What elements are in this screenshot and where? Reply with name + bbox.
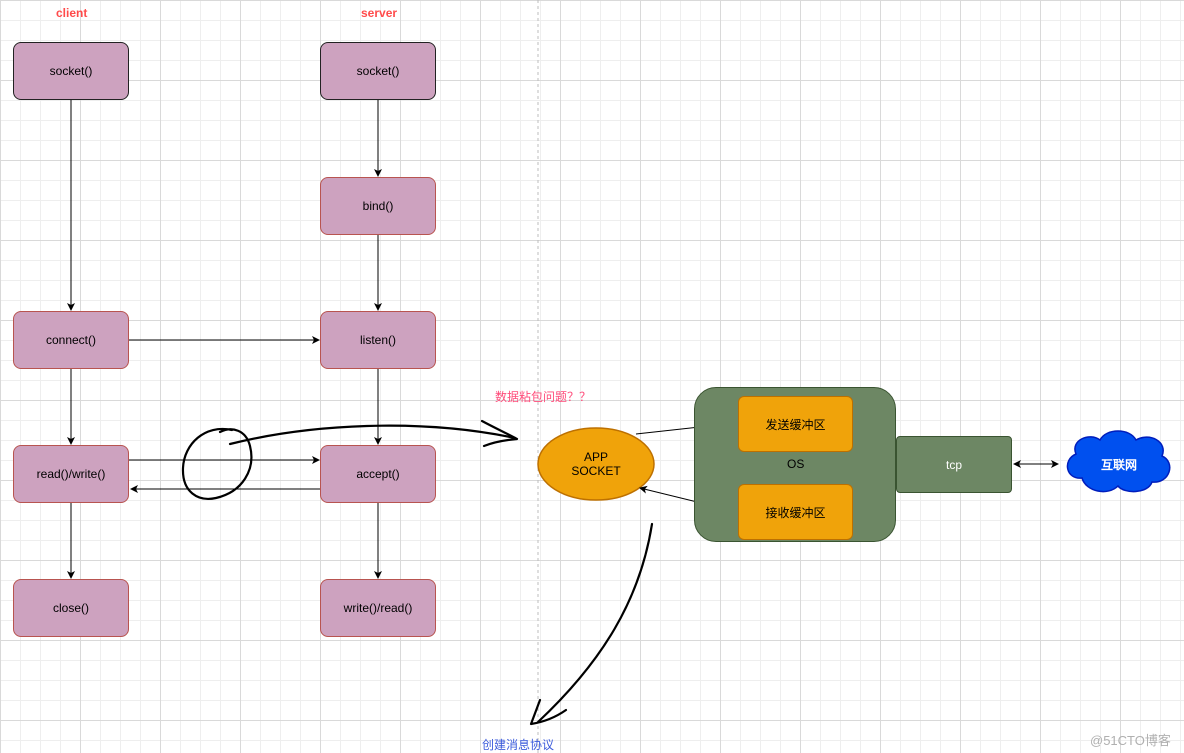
internet-label[interactable]: 互联网 [1100,457,1137,472]
server-write-read-box[interactable]: write()/read() [320,579,436,637]
sticky-packet-annotation: 数据粘包问题？？ [495,390,592,404]
client-read-write-box[interactable]: read()/write() [13,445,129,503]
app-socket-line1: APP [583,450,608,464]
tcp-box[interactable]: tcp [896,436,1012,493]
create-protocol-annotation: 创建消息协议 [482,738,555,752]
hand-drawn-down-arrow [536,522,654,724]
hand-drawn-down-arrowhead [529,698,568,726]
server-listen-box[interactable]: listen() [320,311,436,369]
client-connect-box[interactable]: connect() [13,311,129,369]
app-socket-ellipse [537,427,655,501]
server-accept-box[interactable]: accept() [320,445,436,503]
server-bind-box[interactable]: bind() [320,177,436,235]
recv-buffer-box[interactable]: 接收缓冲区 [738,484,853,540]
server-socket-box[interactable]: socket() [320,42,436,100]
hand-drawn-circle [181,427,253,500]
app-socket-line2: SOCKET [571,464,621,478]
server-header: server [361,6,398,20]
client-header: client [56,6,88,20]
os-label: OS [787,457,805,471]
client-socket-box[interactable]: socket() [13,42,129,100]
hand-drawn-arrow [228,424,517,446]
client-close-box[interactable]: close() [13,579,129,637]
send-buffer-box[interactable]: 发送缓冲区 [738,396,853,452]
internet-cloud [1066,430,1171,493]
app-socket-node[interactable]: APP SOCKET [538,428,654,500]
hand-drawn-arrowhead [480,419,519,448]
watermark: @51CTO博客 [1090,733,1171,748]
